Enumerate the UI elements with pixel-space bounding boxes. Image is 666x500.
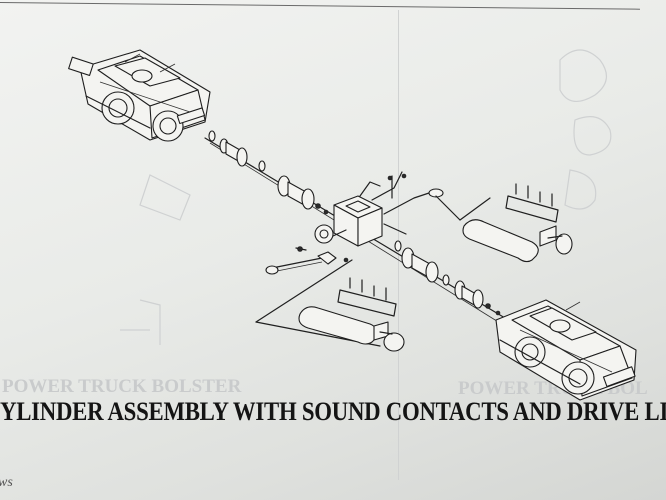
- power-truck-upper-left: [68, 49, 211, 142]
- center-cylinder-gearbox: [295, 171, 444, 252]
- power-truck-lower-right: [495, 299, 637, 401]
- figure-caption: YLINDER ASSEMBLY WITH SOUND CONTACTS AND…: [0, 396, 666, 426]
- sound-contact-callout-upper: [435, 183, 573, 263]
- sound-contact-callout-lower: [255, 259, 405, 352]
- left-linkage-arm: [265, 251, 349, 275]
- lower-drive-line-parts: [394, 240, 501, 316]
- footer-text: ws: [0, 475, 13, 490]
- upper-drive-line-parts: [208, 130, 329, 215]
- ghost-label-left: POWER TRUCK BOLSTER: [2, 376, 242, 397]
